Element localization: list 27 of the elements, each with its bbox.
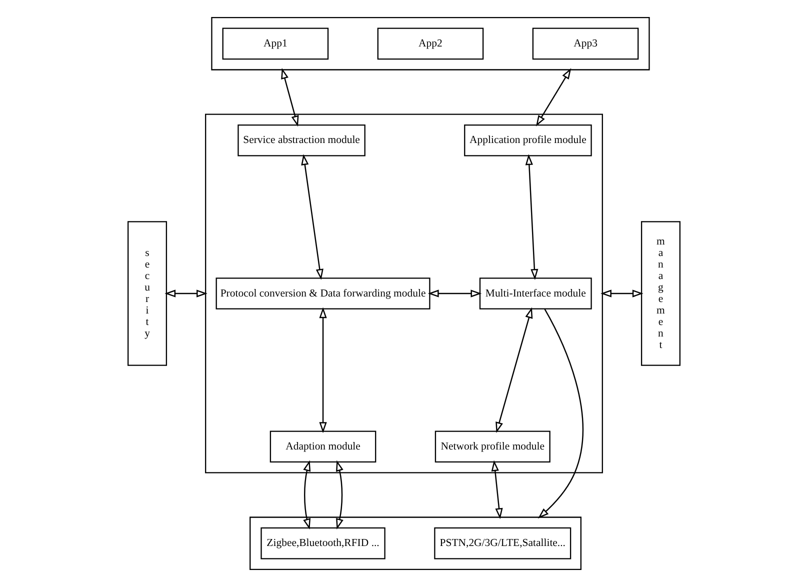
node-box: App3 bbox=[532, 28, 639, 60]
arrow bbox=[319, 307, 327, 434]
arrow bbox=[600, 290, 644, 298]
node-box: App1 bbox=[222, 28, 329, 60]
node-box: Zigbee,Bluetooth,RFID ... bbox=[260, 527, 386, 560]
arrow bbox=[303, 460, 311, 530]
node-box: Multi-Interface module bbox=[479, 278, 592, 310]
arrow bbox=[336, 460, 344, 530]
arrow bbox=[164, 290, 208, 298]
arrow bbox=[428, 290, 482, 298]
node-box: App2 bbox=[377, 28, 484, 60]
cluster bbox=[211, 17, 650, 70]
node-box: Protocol conversion & Data forwarding module bbox=[216, 278, 430, 310]
node-box: Application profile module bbox=[464, 124, 592, 156]
arrow bbox=[538, 308, 584, 518]
arrow bbox=[281, 68, 299, 127]
node-box: Adaption module bbox=[270, 430, 376, 463]
node-box: management bbox=[640, 221, 680, 366]
arrow bbox=[491, 460, 503, 520]
arrow bbox=[525, 154, 538, 280]
node-box: PSTN,2G/3G/LTE,Satallite... bbox=[434, 527, 572, 560]
node-box: Service abstraction module bbox=[238, 124, 366, 156]
node-box: security bbox=[128, 221, 168, 366]
arrow bbox=[496, 307, 533, 433]
arrow bbox=[301, 154, 324, 280]
arrow bbox=[536, 68, 572, 126]
node-box: Network profile module bbox=[434, 430, 550, 463]
